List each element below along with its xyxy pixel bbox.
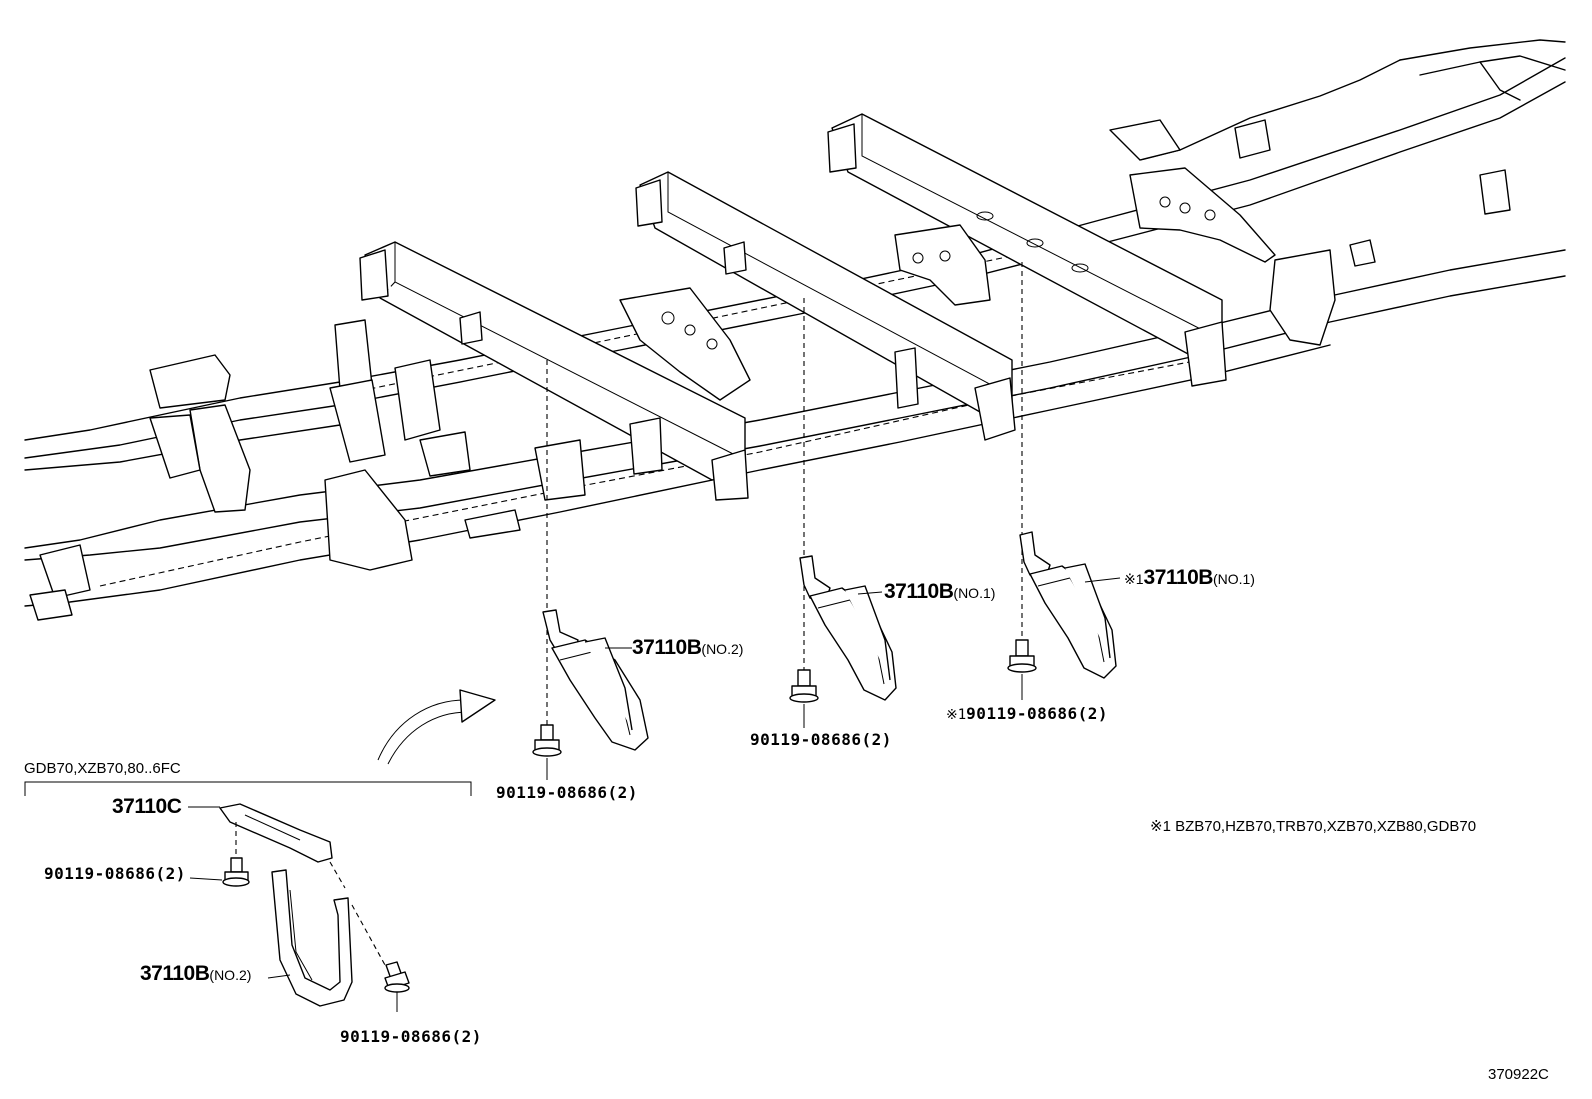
footnote-mark: ※1 xyxy=(946,707,967,723)
part-suffix: (NO.2) xyxy=(701,641,744,657)
frame-brackets xyxy=(29,119,1511,621)
bolt-icon-middle xyxy=(789,669,819,703)
callout-inset-bolt-lower: 90119-08686(2) xyxy=(340,1027,482,1046)
part-number: 37110B xyxy=(1143,566,1214,589)
callout-bolt-right: ※190119-08686(2) xyxy=(946,704,1108,723)
callout-band-middle: 37110B(NO.1) xyxy=(884,580,995,604)
part-suffix: (NO.2) xyxy=(209,967,252,983)
curved-arrow-icon xyxy=(377,689,496,765)
part-number: 37110B xyxy=(140,962,210,985)
bolt-icon-inset-upper xyxy=(222,857,250,887)
applicability-footnote: ※1 BZB70,HZB70,TRB70,XZB70,XZB80,GDB70 xyxy=(1150,818,1477,835)
callout-band-right: ※137110B(NO.1) xyxy=(1124,566,1255,590)
figure-id: 370922C xyxy=(1488,1066,1549,1083)
part-number: 90119-08686(2) xyxy=(966,704,1109,723)
callout-inset-bolt-upper: 90119-08686(2) xyxy=(44,864,186,883)
inset-dashes xyxy=(235,822,386,966)
variant-group-label: GDB70,XZB70,80..6FC xyxy=(24,760,181,777)
inset-bracket-line xyxy=(24,781,472,796)
inset-bracket-part xyxy=(219,803,333,863)
footnote-mark: ※1 xyxy=(1124,571,1144,587)
inset-leaders xyxy=(188,806,291,979)
callout-inset-band: 37110B(NO.2) xyxy=(140,962,251,986)
cross-member-2 xyxy=(635,171,1016,441)
callout-bolt-middle: 90119-08686(2) xyxy=(750,730,892,749)
bolt-icon-inset-lower xyxy=(384,961,410,1012)
frame-side-rail-rear xyxy=(24,39,1566,471)
strap-left xyxy=(542,609,649,751)
part-number: 37110B xyxy=(632,636,702,659)
part-suffix: (NO.1) xyxy=(1212,571,1255,587)
strap-right xyxy=(1019,531,1117,679)
inset-strap xyxy=(271,869,353,1007)
part-number: 37110B xyxy=(884,580,954,603)
callout-bolt-left: 90119-08686(2) xyxy=(496,783,638,802)
alignment-lines xyxy=(546,262,1023,725)
strap-middle xyxy=(799,555,897,701)
part-suffix: (NO.1) xyxy=(953,585,996,601)
bolt-icon-right xyxy=(1007,639,1037,673)
bolt-icon-left xyxy=(532,724,562,757)
leader-lines xyxy=(546,577,1121,780)
callout-inset-bracket: 37110C xyxy=(112,795,182,818)
cross-member-3 xyxy=(827,113,1227,387)
callout-band-left: 37110B(NO.2) xyxy=(632,636,743,660)
